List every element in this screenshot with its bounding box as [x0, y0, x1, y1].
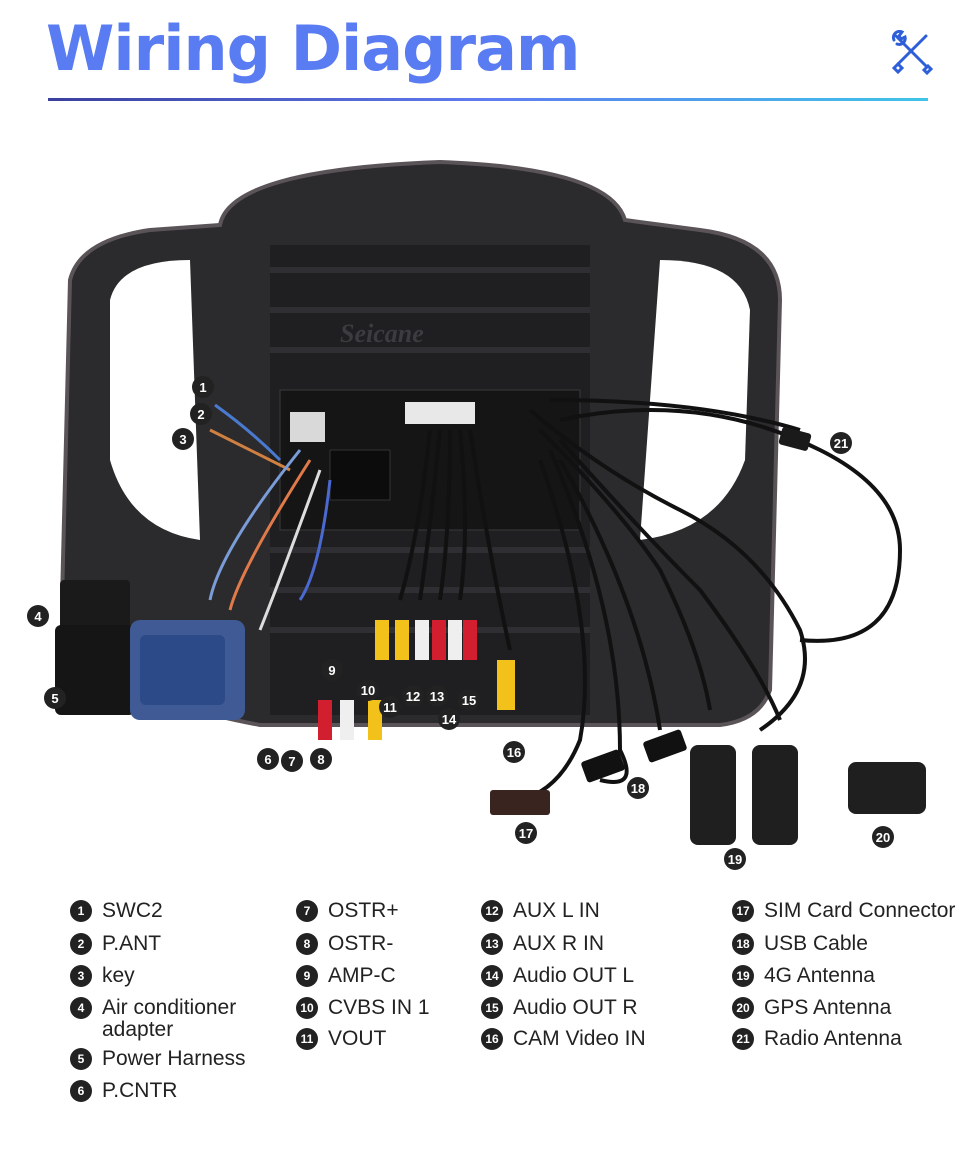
callout-18: 18 [627, 777, 649, 799]
callout-14: 14 [438, 708, 460, 730]
brand-watermark: Seicane [340, 319, 424, 348]
callout-8: 8 [310, 748, 332, 770]
callout-11: 11 [379, 696, 401, 718]
callout-6: 6 [257, 748, 279, 770]
callout-19: 19 [724, 848, 746, 870]
callout-2: 2 [190, 403, 212, 425]
title-divider [48, 98, 928, 101]
callout-4: 4 [27, 605, 49, 627]
page-title: Wiring Diagram [46, 12, 581, 85]
callout-5: 5 [44, 687, 66, 709]
head-unit-illustration: Seicane [55, 159, 926, 845]
callout-15: 15 [458, 689, 480, 711]
callout-16: 16 [503, 741, 525, 763]
callout-7: 7 [281, 750, 303, 772]
callout-1: 1 [192, 376, 214, 398]
callout-21: 21 [830, 432, 852, 454]
callout-20: 20 [872, 826, 894, 848]
tools-icon [891, 30, 934, 76]
callout-13: 13 [426, 685, 448, 707]
callout-10: 10 [357, 679, 379, 701]
callout-3: 3 [172, 428, 194, 450]
callout-12: 12 [402, 685, 424, 707]
callout-17: 17 [515, 822, 537, 844]
callout-9: 9 [321, 659, 343, 681]
